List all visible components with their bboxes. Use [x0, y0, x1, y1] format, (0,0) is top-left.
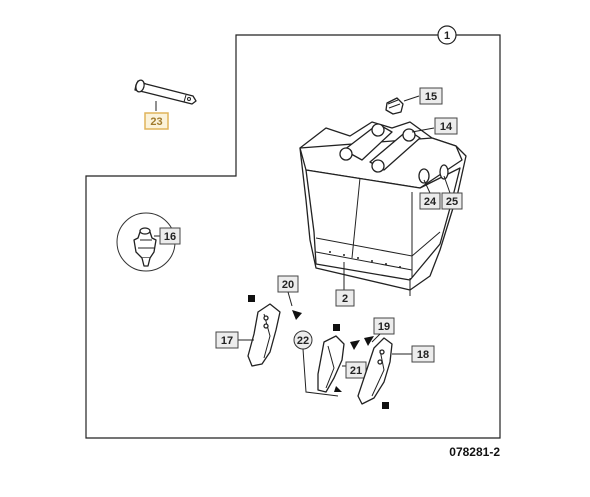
callout-24-text: 24 [424, 196, 437, 208]
retainer-triangle-icon [364, 336, 374, 346]
callout-22-text: 22 [297, 335, 309, 347]
nut-square-icon-3 [382, 402, 389, 409]
callout-2[interactable]: 2 [335, 289, 355, 307]
small-triangle-icon [350, 340, 360, 350]
nut-square-icon [248, 295, 255, 302]
callout-22[interactable]: 22 [293, 330, 313, 350]
callout-24[interactable]: 24 [419, 192, 441, 210]
callout-2-text: 2 [342, 293, 348, 305]
callout-23[interactable]: 23 [144, 112, 169, 130]
callout-17-text: 17 [221, 335, 233, 347]
callout-20-text: 20 [282, 279, 294, 291]
callout-16[interactable]: 16 [159, 227, 181, 245]
drawing-number: 078281-2 [449, 445, 500, 459]
callout-21[interactable]: 21 [345, 361, 367, 379]
callout-18-text: 18 [417, 349, 429, 361]
side-tooth-right-part[interactable] [357, 337, 393, 405]
grease-fitting-part[interactable] [385, 97, 404, 115]
small-triangle-icon-2 [334, 386, 342, 392]
diagram-frame [85, 34, 501, 439]
callout-15-text: 15 [425, 91, 437, 103]
page-ref-marker: 1 [437, 25, 457, 45]
callout-23-text: 23 [150, 116, 162, 128]
tooth-center-part[interactable] [317, 335, 345, 393]
callout-21-text: 21 [350, 365, 362, 377]
pin-part[interactable] [134, 79, 197, 105]
page-ref-number: 1 [444, 30, 450, 42]
callout-15[interactable]: 15 [419, 87, 443, 105]
callout-17[interactable]: 17 [215, 331, 239, 349]
side-tooth-left-part[interactable] [247, 303, 281, 367]
bolt-triangle-icon [292, 310, 302, 320]
nut-square-icon-2 [333, 324, 340, 331]
callout-19-text: 19 [378, 321, 390, 333]
callout-25[interactable]: 25 [441, 192, 463, 210]
callout-18[interactable]: 18 [411, 345, 435, 363]
callout-14-text: 14 [440, 121, 453, 133]
callout-14[interactable]: 14 [434, 117, 458, 135]
callout-16-text: 16 [164, 231, 176, 243]
callout-19[interactable]: 19 [373, 317, 395, 335]
bucket-part[interactable] [299, 121, 467, 296]
callout-20[interactable]: 20 [277, 275, 299, 293]
callout-25-text: 25 [446, 196, 458, 208]
